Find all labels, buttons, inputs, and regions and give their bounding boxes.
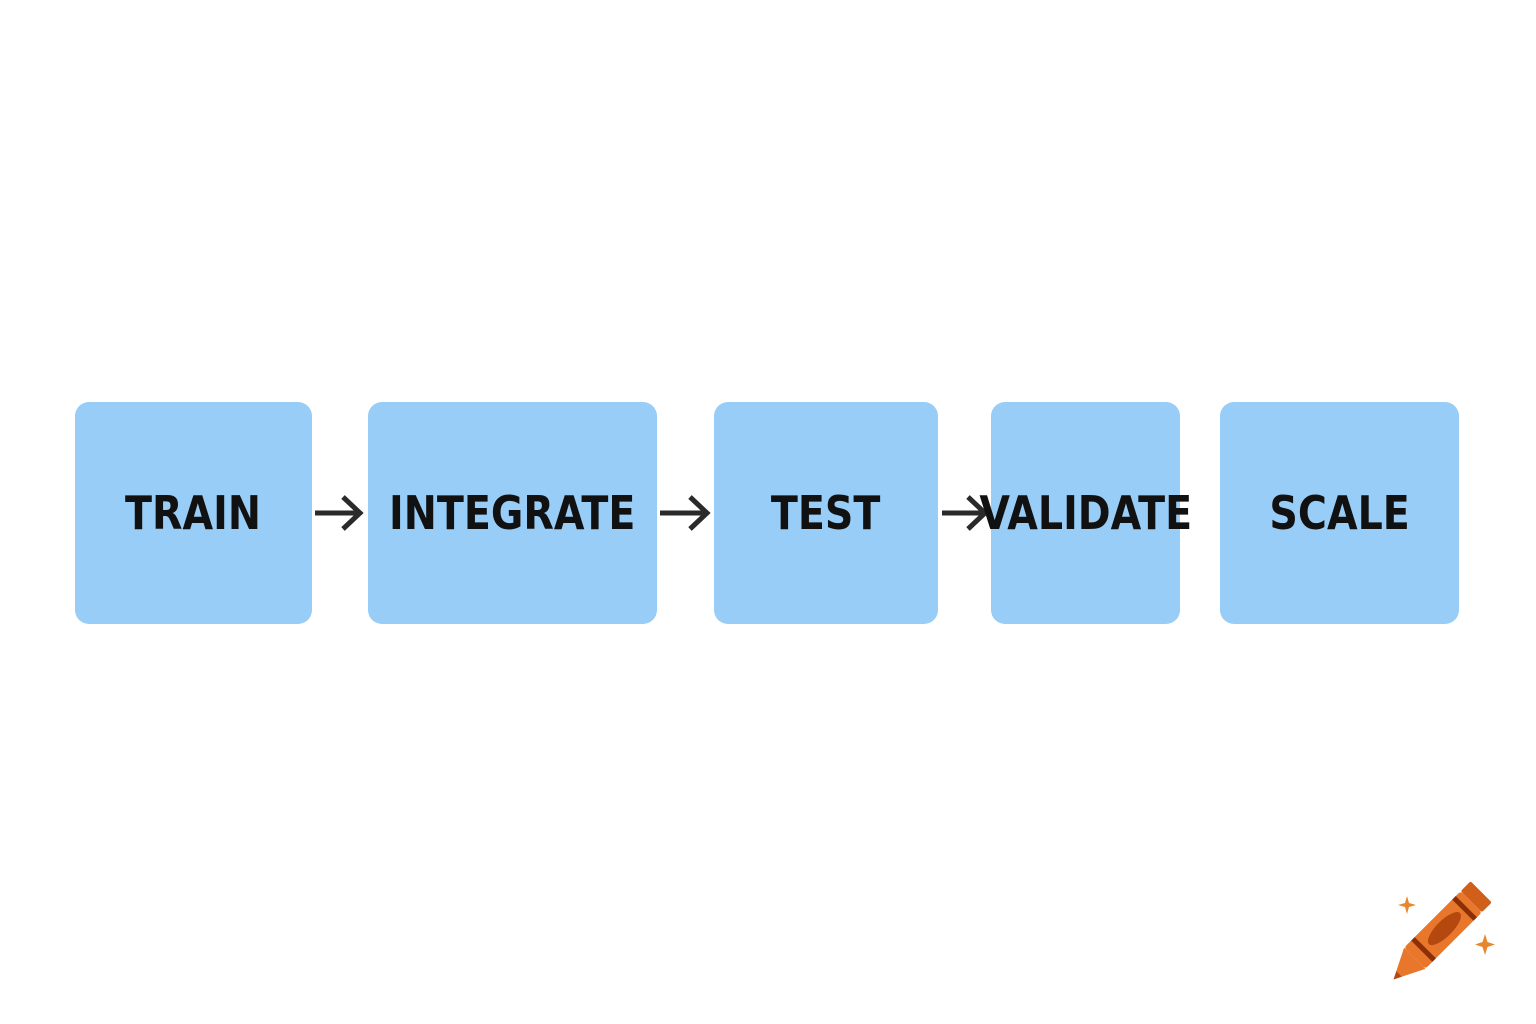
step-label-validate: VALIDATE [979,486,1192,540]
step-label-integrate: INTEGRATE [389,486,636,540]
step-box-validate: VALIDATE [979,402,1192,624]
step-label-test: TEST [771,486,881,540]
right-arrow-icon [315,495,364,531]
step-box-train: TRAIN [75,402,312,624]
sparkle-icon [1475,934,1495,955]
step-label-train: TRAIN [125,486,262,540]
right-arrow-icon [660,495,711,531]
right-arrow-icon [942,495,989,531]
crayon-icon [1393,882,1495,980]
step-box-test: TEST [714,402,938,624]
step-box-scale: SCALE [1220,402,1459,624]
sparkle-icon [1398,896,1416,914]
step-box-integrate: INTEGRATE [368,402,657,624]
step-label-scale: SCALE [1269,486,1410,540]
